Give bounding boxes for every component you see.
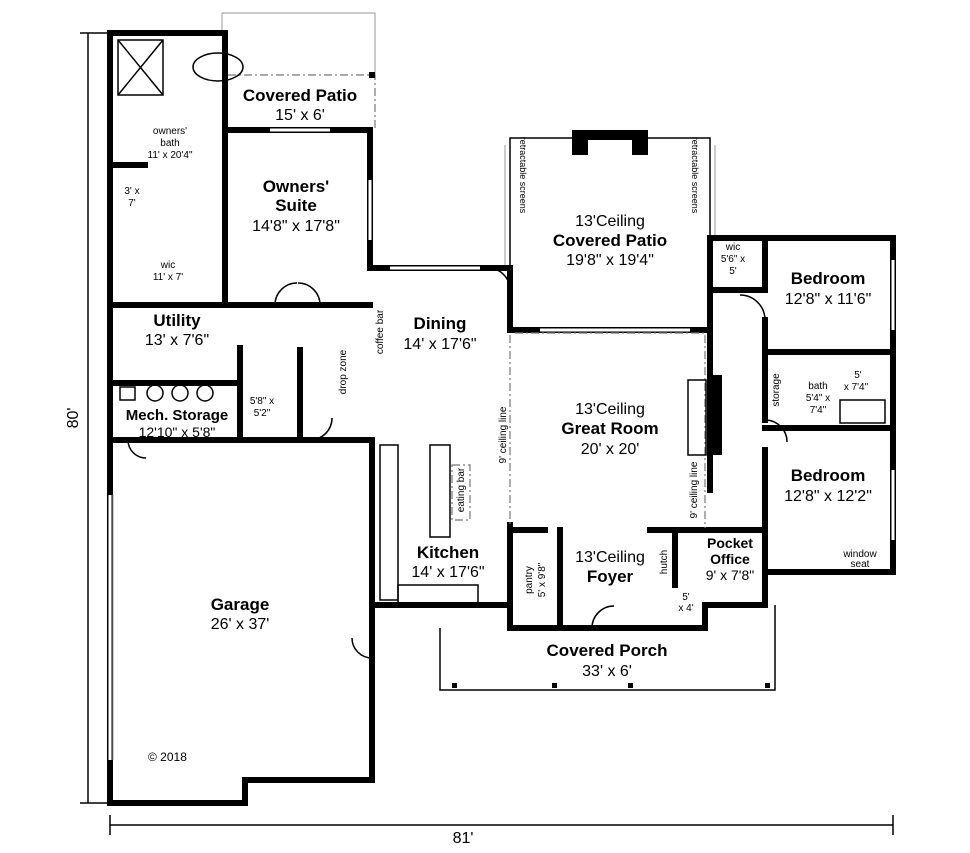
patio-main-ceiling: 13'Ceiling — [575, 213, 645, 230]
eating-bar-label: eating bar — [456, 467, 467, 512]
bath2-size2: 7'4" — [810, 405, 827, 416]
bedroom2-name: Bedroom — [791, 466, 866, 485]
foyer-ceiling: 13'Ceiling — [575, 549, 645, 566]
storage-label: storage — [771, 373, 782, 407]
windows — [108, 128, 895, 805]
walls — [107, 30, 896, 806]
great-room-ceiling: 13'Ceiling — [575, 401, 645, 418]
rear-patio-name: Covered Patio — [243, 86, 357, 105]
dining-name: Dining — [414, 314, 467, 333]
copyright: © 2018 — [148, 750, 187, 764]
owners-suite-name2: Suite — [275, 196, 317, 215]
dimension-lines — [80, 32, 894, 835]
bath2-size1: 5'4" x — [806, 393, 830, 404]
kitchen-size: 14' x 17'6" — [411, 564, 484, 581]
bed1-wic-size2: 5' — [729, 266, 737, 277]
wc-size1: 3' x — [124, 186, 139, 197]
closet-size2: x 4' — [678, 603, 693, 614]
pantry-name: pantry — [524, 566, 535, 594]
bath2-wc-size2: x 7'4" — [844, 382, 869, 393]
pantry-size: 5' x 9'8" — [537, 562, 548, 597]
bed1-wic-name: wic — [725, 242, 740, 253]
porch-size: 33' x 6' — [582, 663, 632, 680]
ceiling-line-left: 9' ceiling line — [498, 406, 509, 463]
screens-left-label: retractable screens — [518, 137, 528, 214]
rear-patio-size: 15' x 6' — [275, 107, 325, 124]
front-porch-outline — [439, 605, 776, 691]
drop-zone-label: drop zone — [338, 349, 349, 394]
window-seat-label1: window — [842, 549, 877, 560]
owners-bath-name2: bath — [160, 138, 179, 149]
great-room-name: Great Room — [561, 419, 658, 438]
bed1-wic-size1: 5'6" x — [721, 254, 745, 265]
overall-width-label: 81' — [453, 830, 474, 847]
pocket-office-size: 9' x 7'8" — [706, 567, 754, 583]
hutch-label: hutch — [659, 550, 670, 574]
porch-name: Covered Porch — [547, 641, 668, 660]
mech-storage-size: 12'10" x 5'8" — [139, 424, 216, 440]
utility-name: Utility — [153, 311, 201, 330]
owners-bath-size: 11' x 20'4" — [148, 150, 193, 161]
dining-size: 14' x 17'6" — [403, 336, 476, 353]
patio-main-name: Covered Patio — [553, 231, 667, 250]
mech-storage-name: Mech. Storage — [126, 407, 229, 424]
owners-bath-name: owners' — [153, 126, 187, 137]
screens-right-label: retractable screens — [690, 137, 700, 214]
bedroom1-size: 12'8" x 11'6" — [785, 291, 872, 308]
garage-name: Garage — [211, 595, 270, 614]
bedroom2-size: 12'8" x 12'2" — [784, 488, 872, 505]
window-seat-label2: seat — [851, 559, 870, 570]
doors — [127, 267, 788, 659]
great-room-size: 20' x 20' — [581, 441, 640, 458]
closet-size1: 5' — [682, 592, 690, 603]
ceiling-line-right: 9' ceiling line — [689, 461, 700, 518]
wc-size2: 7' — [128, 198, 136, 209]
owners-wic-name: wic — [160, 260, 175, 271]
foyer-name: Foyer — [587, 567, 634, 586]
owners-suite-name: Owners' — [263, 177, 329, 196]
bath2-name: bath — [808, 381, 827, 392]
fixtures — [117, 39, 886, 604]
overall-depth-label: 80' — [65, 408, 82, 429]
coffee-bar-label: coffee bar — [375, 309, 386, 354]
owners-wic-size: 11' x 7' — [153, 272, 183, 283]
main-patio-outline — [504, 130, 716, 268]
pocket-office-name: Pocket — [707, 535, 753, 551]
bedroom1-name: Bedroom — [791, 269, 866, 288]
powder-size1: 5'8" x — [250, 396, 274, 407]
kitchen-name: Kitchen — [417, 543, 479, 562]
ceiling-lines — [509, 332, 706, 528]
pocket-office-name2: Office — [710, 551, 750, 567]
powder-size2: 5'2" — [254, 408, 271, 419]
owners-suite-size: 14'8" x 17'8" — [252, 218, 340, 235]
patio-main-size: 19'8" x 19'4" — [566, 252, 654, 269]
bath2-wc-size1: 5' — [854, 370, 862, 381]
utility-size: 13' x 7'6" — [145, 332, 209, 349]
garage-size: 26' x 37' — [211, 616, 270, 633]
rear-patio-outline — [221, 12, 376, 130]
